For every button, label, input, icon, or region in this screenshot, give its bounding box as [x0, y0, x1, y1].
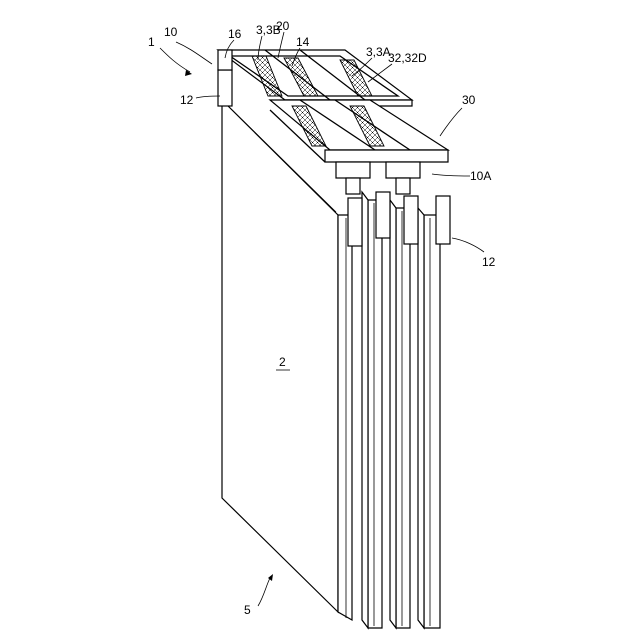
cell-plate-2 [368, 200, 382, 628]
label-20: 20 [276, 19, 290, 33]
label-2: 2 [279, 355, 286, 369]
label-14: 14 [296, 35, 310, 49]
terminal-block-1 [336, 162, 370, 178]
leader-10 [176, 42, 212, 64]
leader-10A [432, 174, 470, 176]
tab-4 [436, 196, 450, 244]
terminal-post-1 [346, 178, 360, 194]
cell-plate-4 [424, 215, 440, 628]
leader-12a [196, 96, 220, 98]
terminal-post-2 [396, 178, 410, 194]
block-16 [218, 50, 232, 70]
label-1: 1 [148, 35, 155, 49]
label-32: 32,32D [388, 51, 427, 65]
cell-plate-2-side [362, 192, 368, 628]
leader-5 [258, 578, 270, 606]
leader-12b [452, 238, 484, 252]
label-16: 16 [228, 27, 242, 41]
tab-2 [376, 192, 390, 238]
label-30: 30 [462, 93, 476, 107]
tab-3 [404, 196, 418, 244]
cell-plate-4-side [418, 208, 424, 628]
leader-30 [440, 108, 462, 136]
tab-1 [348, 198, 362, 246]
leader-1 [160, 48, 190, 72]
tab-rear [218, 70, 232, 106]
frame-bottom-front [325, 150, 448, 162]
cell-plate-3 [396, 208, 410, 628]
cell-front-edge [338, 215, 352, 620]
label-12-top: 12 [180, 93, 194, 107]
label-3A: 3,3A [366, 45, 391, 59]
label-10: 10 [164, 25, 178, 39]
label-12-right: 12 [482, 255, 496, 269]
label-5: 5 [244, 603, 251, 617]
cell-plate-3-side [390, 200, 396, 628]
label-10A: 10A [470, 169, 491, 183]
terminal-block-2 [386, 162, 420, 178]
